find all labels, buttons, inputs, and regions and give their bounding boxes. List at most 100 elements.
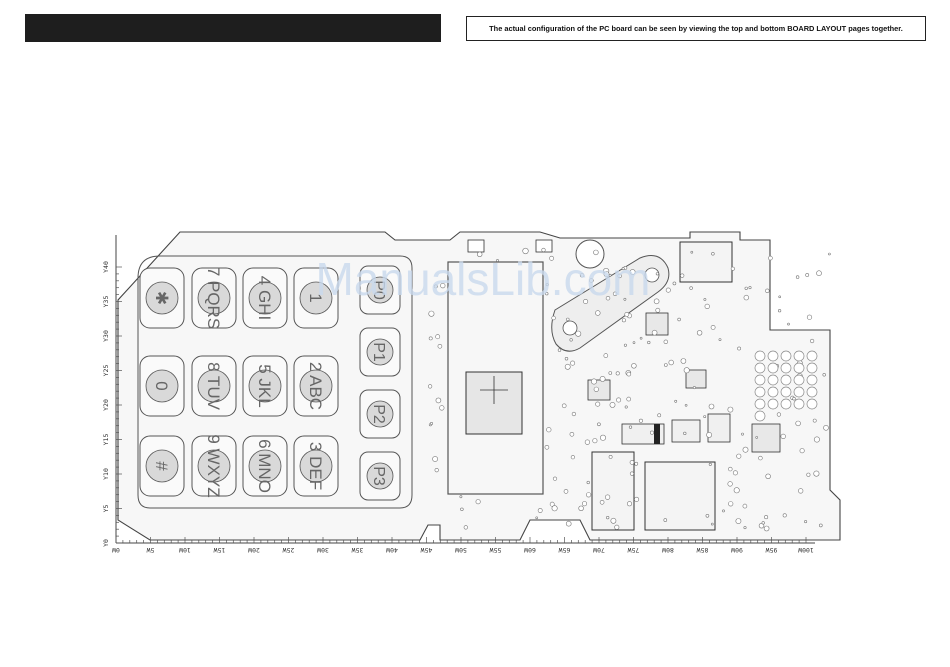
- ic-chip-1: [645, 312, 669, 336]
- connector-block-2: [644, 461, 716, 531]
- via: [683, 431, 687, 436]
- ground-via: [793, 386, 805, 398]
- via: [614, 524, 620, 530]
- keypad-key: 4 GHI: [242, 267, 288, 329]
- via: [585, 492, 592, 498]
- via: [428, 384, 433, 389]
- connector-block-1: [591, 451, 635, 531]
- keypad-key-label: 2 ABC: [306, 362, 325, 410]
- via: [799, 448, 805, 454]
- via: [549, 255, 554, 261]
- ic-chip-3: [587, 379, 611, 401]
- via: [663, 518, 668, 522]
- side-key: P1: [359, 327, 401, 377]
- keypad-key-label: 6 MNO: [255, 439, 274, 493]
- ground-via: [767, 362, 779, 374]
- via: [541, 247, 546, 253]
- y-axis-label: Y35: [102, 296, 110, 308]
- via: [690, 250, 694, 254]
- x-axis-label: 40W: [386, 546, 398, 554]
- via: [603, 353, 609, 358]
- via: [736, 453, 742, 459]
- via: [663, 339, 668, 344]
- keypad-key-dome: [145, 369, 179, 403]
- side-key-dome: [366, 462, 394, 490]
- via: [765, 473, 771, 479]
- via: [589, 278, 594, 283]
- via-field: [428, 247, 831, 532]
- via: [435, 334, 441, 340]
- side-key: P3: [359, 451, 401, 501]
- keypad-key: 2 ABC: [293, 355, 339, 417]
- via: [765, 288, 770, 293]
- via: [812, 418, 817, 423]
- via: [798, 488, 804, 494]
- keypad-key-label: 3 DEF: [306, 442, 325, 490]
- via: [758, 522, 765, 529]
- ground-via: [793, 350, 805, 362]
- ground-via: [767, 374, 779, 386]
- via: [727, 406, 734, 413]
- via: [696, 330, 703, 336]
- keypad-key: #: [139, 435, 185, 497]
- x-axis-label: 85W: [697, 546, 709, 554]
- x-axis-label: 50W: [455, 546, 467, 554]
- via: [608, 371, 613, 375]
- keypad-key-label: 7 PQRS: [204, 267, 223, 329]
- via: [684, 403, 688, 407]
- via: [816, 270, 822, 277]
- via: [570, 360, 576, 366]
- via: [710, 324, 716, 330]
- ground-via: [754, 386, 766, 398]
- capacitor-block-2: [707, 413, 731, 443]
- via: [603, 271, 610, 277]
- ground-via: [754, 398, 766, 410]
- keypad-key-label: 9 WXYZ: [204, 434, 223, 497]
- ground-via: [806, 398, 818, 410]
- via: [823, 424, 829, 431]
- via: [761, 521, 765, 525]
- via: [459, 495, 463, 499]
- via: [742, 503, 748, 509]
- x-axis-label: 30W: [317, 546, 329, 554]
- via: [689, 286, 693, 290]
- via: [433, 284, 438, 289]
- via: [674, 399, 678, 403]
- via: [728, 466, 733, 472]
- via: [428, 310, 435, 317]
- keypad-key: 8 TUV: [191, 355, 237, 417]
- x-axis-label: 20W: [248, 546, 260, 554]
- y-axis-label: Y15: [102, 434, 110, 446]
- via: [755, 436, 759, 439]
- via: [631, 363, 637, 369]
- via: [612, 291, 618, 296]
- via: [629, 269, 636, 275]
- via: [795, 420, 801, 427]
- via: [680, 273, 685, 278]
- via: [437, 343, 443, 349]
- via: [599, 434, 606, 441]
- via: [813, 470, 820, 477]
- via: [537, 508, 543, 513]
- keypad-key-label: 0: [152, 381, 171, 390]
- x-axis-label: 80W: [662, 546, 674, 554]
- via: [809, 338, 815, 344]
- keypad-key-label: #: [152, 461, 171, 471]
- via: [649, 430, 654, 435]
- x-axis-label: 25W: [283, 546, 295, 554]
- via: [564, 357, 569, 361]
- keypad-key: ✱: [139, 267, 185, 329]
- keypad-key-label: 8 TUV: [204, 362, 223, 411]
- via: [583, 298, 589, 304]
- crystal-component: [621, 423, 665, 445]
- via: [581, 501, 587, 507]
- via: [728, 501, 734, 507]
- via: [564, 363, 571, 370]
- ground-via: [780, 386, 792, 398]
- via: [722, 509, 725, 513]
- keypad-key: 1: [293, 267, 339, 329]
- via: [718, 338, 722, 342]
- via: [668, 359, 674, 366]
